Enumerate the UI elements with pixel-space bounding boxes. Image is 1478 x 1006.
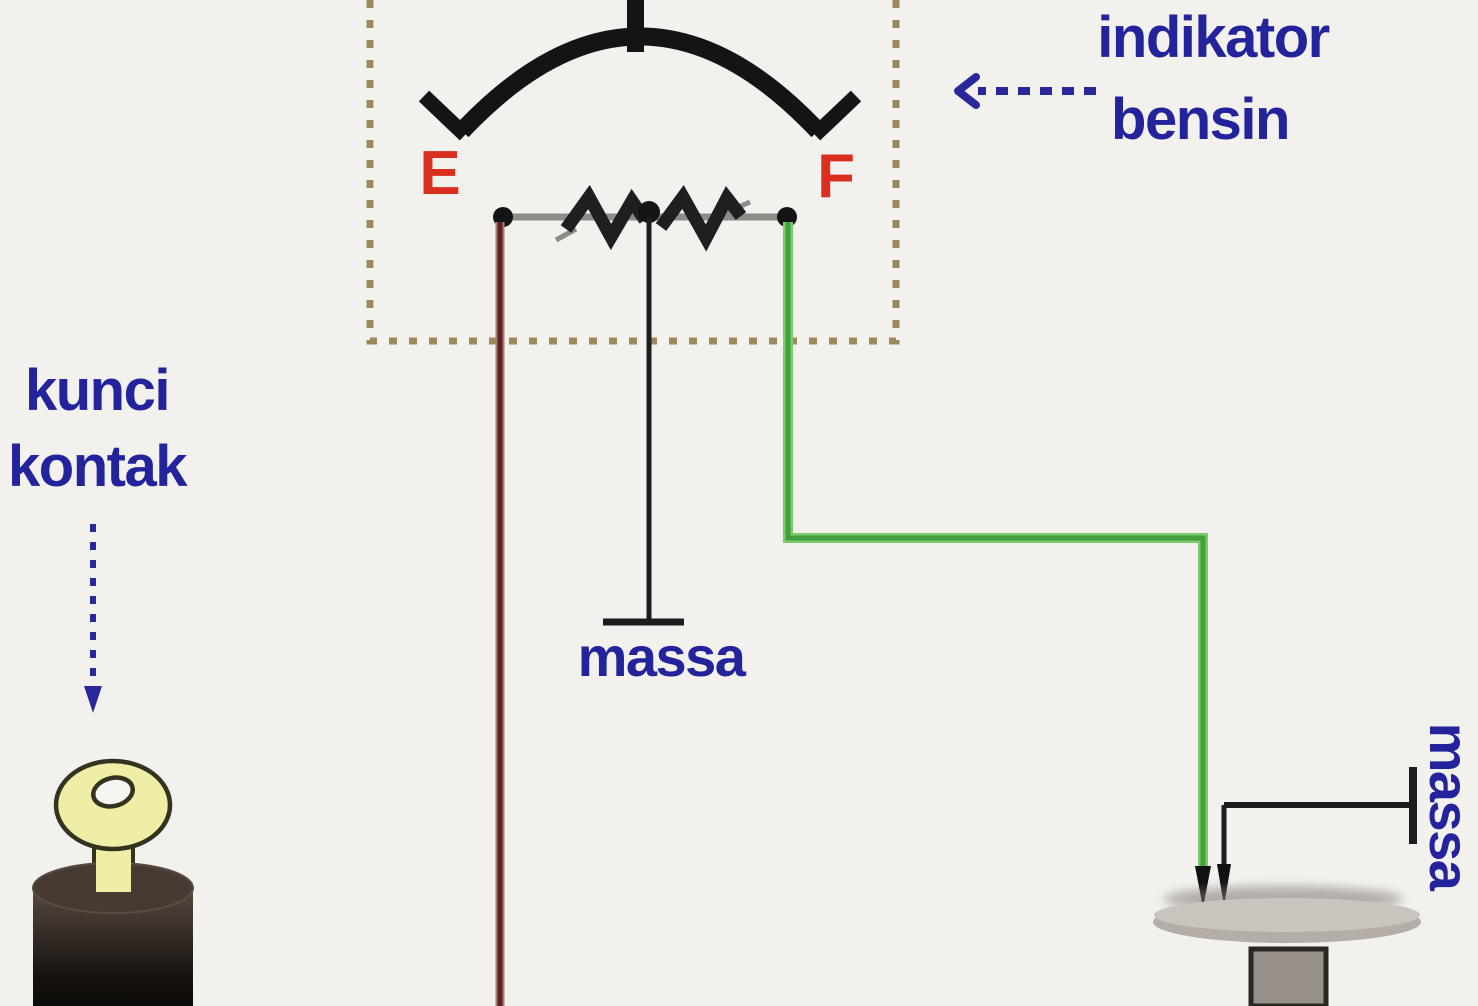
gauge-empty-label: E [419,139,461,208]
gauge-ground-wire [603,218,684,626]
gauge-coils-icon [493,184,797,252]
indikator-bensin-arrow [954,73,1096,109]
sender-wire-arrowhead-icon [1195,866,1211,908]
ignition-cylinder-body [33,888,193,1006]
gauge-full-label: F [817,142,855,211]
center-terminal-dot [638,201,660,223]
key-hole [91,775,135,809]
gauge-arc-icon [418,27,862,141]
kunci-kontak-label-line1: kunci [25,358,171,423]
key-shaft-over [96,848,131,892]
sender-ground-wire [1217,767,1417,906]
indikator-label-line1: indikator [1097,5,1330,70]
left-arrowhead-icon [954,73,980,109]
massa-label-sender: massa [1418,722,1478,890]
fuel-sender-disc [1154,898,1420,932]
massa-label-center: massa [577,625,746,688]
indikator-label-line2: bensin [1111,87,1290,152]
kunci-kontak-arrow [84,524,102,713]
sender-wire [783,222,1211,908]
kunci-kontak-label-line2: kontak [8,434,187,499]
fuel-sender-unit [1153,886,1421,1006]
fuel-gauge-dashed-box [366,0,900,345]
down-arrowhead-icon [84,686,102,713]
sender-ground-arrowhead-icon [1217,864,1231,906]
sender-pedestal [1248,946,1329,1006]
ignition-switch [32,758,194,1006]
